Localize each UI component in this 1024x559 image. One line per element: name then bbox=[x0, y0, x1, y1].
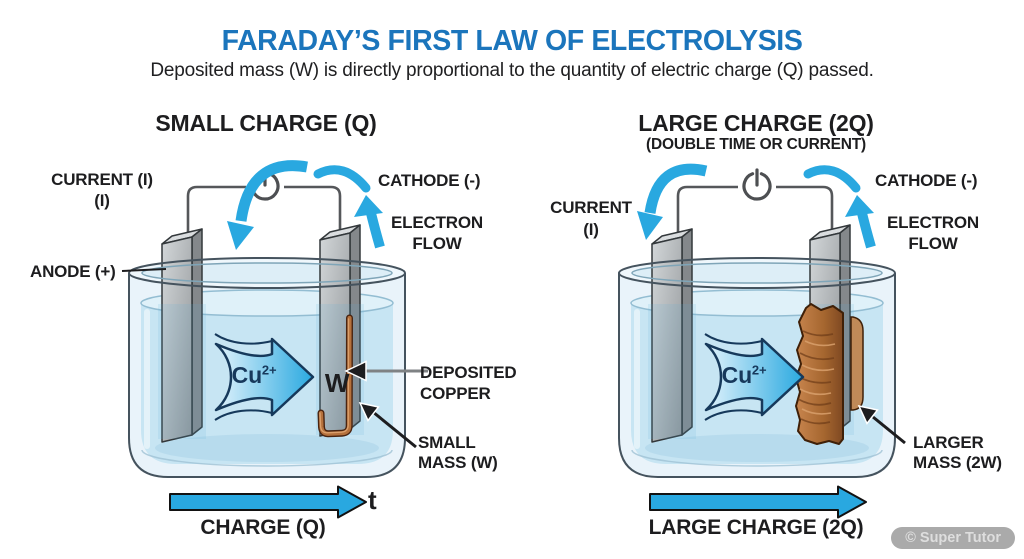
page-title: FARADAY’S FIRST LAW OF ELECTROLYSIS bbox=[221, 25, 803, 57]
left-anode-label: ANODE (+) bbox=[30, 262, 116, 281]
left-time-axis-arrow bbox=[169, 485, 367, 519]
left-mass-w-label: W bbox=[324, 368, 350, 398]
left-current-label-line1: CURRENT (I) bbox=[51, 170, 153, 189]
left-cathode-swoosh bbox=[313, 165, 371, 193]
left-beaker-bottom-shade bbox=[155, 434, 379, 462]
right-power-switch-icon bbox=[742, 168, 772, 201]
left-beaker-rim-inner bbox=[141, 262, 393, 284]
left-copper-deposit-thin bbox=[317, 314, 353, 438]
right-current-arrow bbox=[637, 163, 708, 240]
left-small-mass-pointer bbox=[358, 401, 417, 449]
left-deposited-copper-pointer bbox=[344, 360, 428, 382]
left-small-mass-line1: SMALL bbox=[418, 433, 476, 452]
left-circuit-wire bbox=[186, 185, 342, 240]
right-copper-deposit-mass bbox=[795, 303, 864, 445]
left-small-mass-line2: MASS (W) bbox=[418, 453, 498, 472]
left-beaker-rim-outer bbox=[128, 257, 406, 289]
left-beaker-bottom-arc bbox=[141, 449, 393, 467]
left-electron-flow-arrow bbox=[354, 195, 385, 249]
right-larger-mass-line2: MASS (2W) bbox=[913, 453, 1002, 472]
right-beaker-bottom-arc bbox=[631, 449, 883, 467]
watermark-badge: © Super Tutor bbox=[891, 527, 1015, 549]
left-beaker bbox=[128, 224, 406, 478]
left-ion-symbol: Cu bbox=[231, 362, 262, 388]
right-axis-label: LARGE CHARGE (2Q) bbox=[648, 516, 864, 539]
left-electron-flow-line2: FLOW bbox=[412, 234, 462, 253]
right-cu-ion-arrow bbox=[704, 333, 805, 421]
right-larger-mass-line1: LARGER bbox=[913, 433, 984, 452]
right-current-label-line2: (I) bbox=[583, 220, 599, 239]
left-deposited-copper-line2: COPPER bbox=[420, 384, 491, 403]
left-deposited-copper-line1: DEPOSITED bbox=[420, 363, 517, 382]
page-subtitle: Deposited mass (W) is directly proportio… bbox=[150, 60, 874, 81]
left-axis-label: CHARGE (Q) bbox=[200, 516, 326, 539]
right-current-label-line1: CURRENT bbox=[550, 198, 632, 217]
right-electron-flow-arrow bbox=[845, 195, 876, 249]
right-electron-flow-line2: FLOW bbox=[908, 234, 958, 253]
right-larger-mass-pointer bbox=[857, 404, 906, 445]
left-time-label: t bbox=[368, 485, 377, 515]
right-ion-charge: 2+ bbox=[751, 362, 767, 378]
right-anode-submerged-tint bbox=[648, 304, 696, 439]
left-panel-heading: SMALL CHARGE (Q) bbox=[155, 110, 377, 136]
left-anode-pointer-line bbox=[121, 268, 167, 272]
left-current-arrow bbox=[227, 160, 308, 250]
left-ion-charge: 2+ bbox=[261, 362, 277, 378]
left-electron-flow-line1: ELECTRON bbox=[391, 213, 483, 232]
right-panel-heading: LARGE CHARGE (2Q) bbox=[638, 110, 874, 136]
left-cathode-label: CATHODE (-) bbox=[378, 171, 481, 190]
right-cathode-label: CATHODE (-) bbox=[875, 171, 978, 190]
right-circuit-wire bbox=[676, 185, 834, 240]
left-current-label-line2: (I) bbox=[94, 191, 110, 210]
right-electron-flow-line1: ELECTRON bbox=[887, 213, 979, 232]
right-cathode-swoosh bbox=[803, 165, 861, 193]
right-charge-axis-arrow bbox=[649, 485, 867, 519]
left-anode-submerged-tint bbox=[158, 304, 206, 439]
right-ion-symbol: Cu bbox=[721, 362, 752, 388]
right-beaker bbox=[618, 224, 896, 478]
right-beaker-rim-inner bbox=[631, 262, 883, 284]
right-cu-ion-label: Cu2+ bbox=[702, 362, 786, 388]
right-panel-subheading: (DOUBLE TIME OR CURRENT) bbox=[646, 136, 866, 153]
left-cu-ion-label: Cu2+ bbox=[212, 362, 296, 388]
left-cu-ion-arrow bbox=[214, 333, 315, 421]
right-beaker-rim-outer bbox=[618, 257, 896, 289]
